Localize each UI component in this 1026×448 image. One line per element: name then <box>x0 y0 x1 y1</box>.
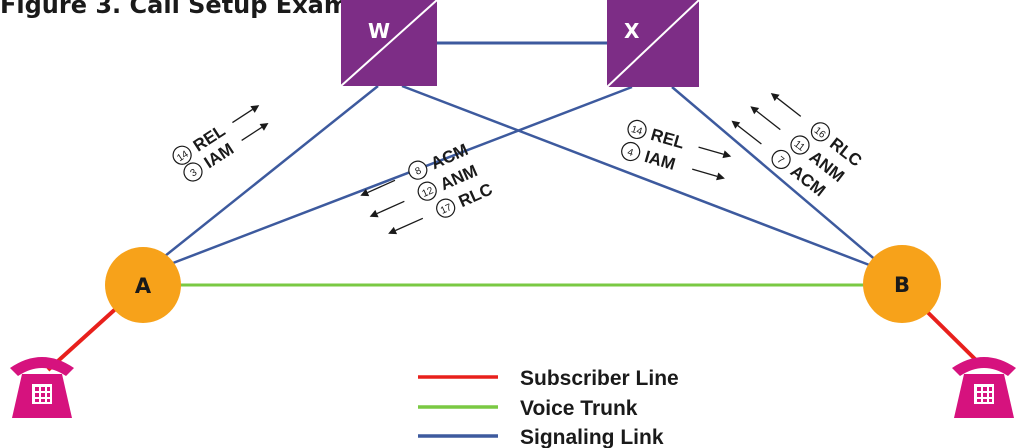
message-group-a-w: 14 REL 3 IAM <box>172 105 269 182</box>
message-number: 3 <box>188 167 199 179</box>
message-number: 4 <box>626 147 635 159</box>
legend-label-subscriber-line: Subscriber Line <box>520 367 679 390</box>
message-group-b-x: 16 RLC 11 ANM 7 ACM <box>731 93 865 200</box>
message-number: 12 <box>420 185 435 200</box>
signaling-link-x-b <box>671 86 879 263</box>
stp-w-label: W <box>368 19 390 43</box>
message-number: 7 <box>775 155 787 167</box>
ssp-node-b <box>863 245 941 323</box>
message-label: IAM <box>642 147 677 174</box>
signaling-link-a-w <box>159 85 379 261</box>
message-number: 14 <box>630 124 644 138</box>
telephone-icon <box>10 357 74 418</box>
ssp-b-label: B <box>894 273 910 297</box>
message-iam-3: 3 IAM <box>183 122 269 182</box>
ssp-node-a <box>105 247 181 323</box>
message-number: 17 <box>439 202 454 217</box>
message-rlc-17: 17 RLC <box>388 180 495 235</box>
telephone-icon <box>952 357 1016 418</box>
figure-title: Figure 3. Call Setup Example <box>0 0 391 19</box>
stp-x-label: X <box>624 19 640 43</box>
signaling-link-a-x <box>159 85 633 270</box>
legend: Subscriber Line Voice Trunk Signaling Li… <box>418 367 679 448</box>
message-group-x-a: 8 ACM 12 ANM 17 RLC <box>360 140 495 235</box>
signaling-link-w-b <box>401 84 873 268</box>
legend-label-voice-trunk: Voice Trunk <box>520 397 638 420</box>
message-rel-14-b: 14 REL <box>627 119 732 159</box>
message-group-w-b: 14 REL 4 IAM <box>621 119 732 181</box>
ssp-a-label: A <box>135 274 152 298</box>
stp-node-x <box>607 0 699 87</box>
stp-node-w <box>341 0 437 86</box>
message-number: 8 <box>414 165 424 177</box>
legend-label-signaling-link: Signaling Link <box>520 426 664 448</box>
